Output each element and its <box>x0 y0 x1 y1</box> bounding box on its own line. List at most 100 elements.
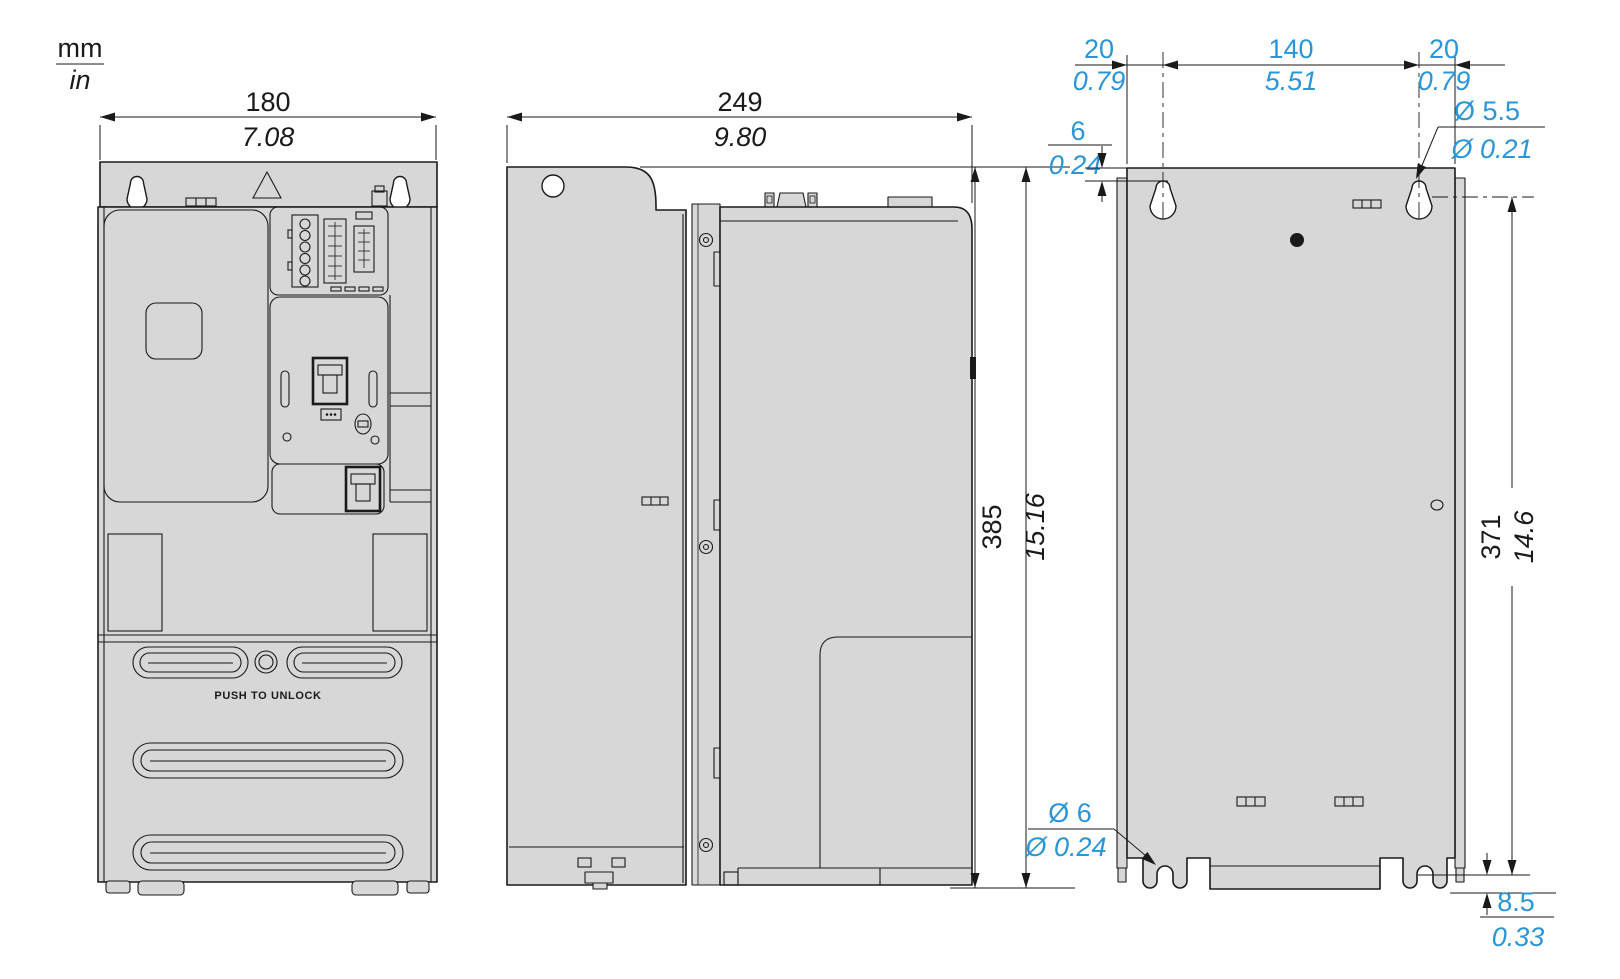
rear-spacing-mm-label: 140 <box>1268 34 1313 64</box>
rear-spacing-in-label: 5.51 <box>1265 66 1318 96</box>
rear-bottom-offset-mm-label: 8.5 <box>1497 887 1535 917</box>
rear-bottom-hole-in-label: Ø 0.24 <box>1024 832 1106 862</box>
connector-tab <box>764 192 775 208</box>
body-bottom-clip <box>723 871 739 886</box>
height-mm-label: 385 <box>977 504 1007 549</box>
unit-legend: mm in <box>56 33 104 95</box>
rear-bottom-offset-in-label: 0.33 <box>1492 922 1545 952</box>
lock-button <box>354 413 372 435</box>
terminal-pins <box>287 218 311 287</box>
front-view: 180 7.08 <box>97 87 438 896</box>
front-keyhole-right-icon <box>389 175 411 210</box>
rear-top-offset-in-label: 0.24 <box>1049 150 1102 180</box>
terminal-block-b <box>353 225 375 273</box>
panel-small-port <box>355 211 373 220</box>
rear-small-hole <box>1430 499 1444 511</box>
rear-rail-left <box>1116 177 1128 869</box>
rear-top-hole-mm-label: Ø 5.5 <box>1454 96 1520 126</box>
status-led-row <box>330 286 384 292</box>
unlock-slot-left[interactable] <box>132 646 249 679</box>
led-icon <box>344 286 356 292</box>
rear-bottom-hole-mm-label: Ø 6 <box>1048 798 1092 828</box>
front-left-cover <box>103 209 269 503</box>
push-to-unlock-label: PUSH TO UNLOCK <box>214 690 321 702</box>
warning-triangle-icon <box>252 170 282 199</box>
height-dimension: 385 15.16 <box>640 166 1075 889</box>
front-width-mm-label: 180 <box>245 87 290 117</box>
front-top-plate <box>99 161 438 208</box>
terminal-block-6pin <box>291 214 319 288</box>
side-view: 249 9.80 <box>506 87 976 890</box>
screw-hole <box>370 435 380 445</box>
rear-keyhole-right-icon <box>1405 180 1433 220</box>
unit-in-label: in <box>69 65 90 95</box>
side-mounting-plate <box>506 166 687 886</box>
rear-top-vent <box>1352 199 1382 209</box>
side-body <box>719 206 973 886</box>
module-slot-right <box>368 370 378 408</box>
rear-bottom-hole-callout: Ø 6 Ø 0.24 <box>1024 798 1159 869</box>
plate-bottom-tab <box>584 871 614 884</box>
connector-tab <box>807 192 818 208</box>
plate-clip <box>611 857 626 868</box>
rear-height-in-label: 14.6 <box>1509 510 1539 564</box>
plate-hole <box>541 174 565 198</box>
rear-height-mm-label: 371 <box>1476 514 1506 559</box>
channel-screw-icon <box>698 837 714 853</box>
body-side-nub <box>970 357 976 379</box>
channel-screw-icon <box>698 539 714 555</box>
plate-vent <box>641 496 669 506</box>
plate-clip <box>577 857 592 868</box>
vent-slot-2 <box>132 834 404 871</box>
led-icon <box>330 286 342 292</box>
side-width-dimension: 249 9.80 <box>506 87 973 203</box>
rear-body <box>1126 167 1456 890</box>
front-plate-vent <box>185 197 217 207</box>
vent-slot-1 <box>132 742 404 779</box>
front-cover-recess <box>145 302 203 360</box>
rj45-port-bottom <box>344 465 382 513</box>
rear-top-hole-in-label: Ø 0.21 <box>1450 134 1532 164</box>
unit-mm-label: mm <box>58 33 103 63</box>
rear-top-dimensions: 20 0.79 140 5.51 20 0.79 <box>1073 34 1505 218</box>
mini-connector <box>320 408 342 421</box>
front-right-column <box>389 295 431 503</box>
rear-top-offset-mm-label: 6 <box>1070 116 1085 146</box>
rear-top-offset-dimension: 6 0.24 <box>1048 116 1168 202</box>
height-in-label: 15.16 <box>1020 492 1050 561</box>
rj45-port-top <box>311 356 349 406</box>
front-width-in-label: 7.08 <box>242 122 295 152</box>
front-keyhole-left-icon <box>126 175 148 210</box>
screw-hole <box>282 432 292 442</box>
front-width-dimension: 180 7.08 <box>99 87 437 160</box>
rear-view: 20 0.79 140 5.51 20 0.79 6 0.24 Ø 5.5 Ø … <box>1024 34 1556 952</box>
front-cutout-right <box>372 533 428 632</box>
dsub-connector-icon <box>776 192 807 208</box>
body-cover-split-line <box>819 636 972 868</box>
rear-left-offset-in-label: 0.79 <box>1073 66 1126 96</box>
channel-screw-icon <box>698 232 714 248</box>
rear-hole-plug <box>1290 233 1304 247</box>
front-lower-module <box>271 463 385 515</box>
module-slot-left <box>280 370 290 408</box>
front-plate-tab <box>371 185 388 207</box>
front-bottom-cover: PUSH TO UNLOCK <box>98 634 437 871</box>
unlock-button[interactable] <box>254 650 278 674</box>
unlock-slot-right[interactable] <box>286 646 403 679</box>
rear-bottom-offset-dimension: 8.5 0.33 <box>1418 853 1556 952</box>
rear-bottom-vent <box>1236 796 1266 807</box>
front-connector-panel <box>269 206 389 296</box>
rear-bottom-vent <box>1334 796 1364 807</box>
rear-rail-right <box>1454 177 1466 869</box>
flat-connector <box>887 196 933 208</box>
rear-top-hole-callout: Ø 5.5 Ø 0.21 <box>1411 96 1545 181</box>
side-width-in-label: 9.80 <box>714 122 767 152</box>
terminal-block-a <box>323 218 347 284</box>
side-top-connectors <box>764 192 933 208</box>
rear-right-offset-in-label: 0.79 <box>1418 66 1471 96</box>
led-icon <box>372 286 384 292</box>
front-cutout-left <box>107 533 163 632</box>
rear-height-dimension: 371 14.6 <box>1432 196 1539 875</box>
side-width-mm-label: 249 <box>717 87 762 117</box>
